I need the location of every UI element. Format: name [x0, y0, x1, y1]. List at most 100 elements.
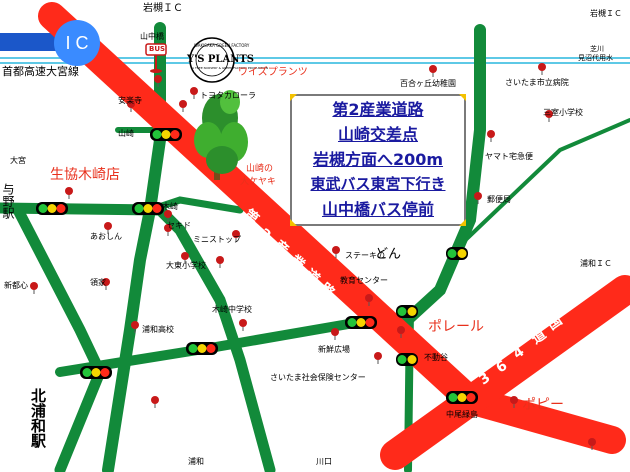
map-pin-icon — [181, 252, 189, 264]
label-post-office: 郵便局 — [487, 195, 511, 204]
label-sekido: セキド — [167, 221, 191, 230]
traffic-light — [132, 202, 164, 215]
traffic-light — [446, 247, 468, 260]
traffic-light — [345, 316, 377, 329]
map-pin-icon — [232, 230, 240, 242]
label-shintoshin: 新都心 — [4, 281, 28, 290]
logo-text: Y'S PLANTS — [187, 54, 255, 65]
map-pin-icon — [487, 130, 495, 142]
label-yamanaka-bridge: 山中橋 — [140, 32, 164, 41]
label-yamazaki: 山崎 — [118, 129, 134, 138]
map-pin-icon — [190, 87, 198, 99]
map-pin-icon — [154, 75, 162, 87]
label-social-insurance: さいたま社会保険センター — [270, 373, 366, 382]
label-ryoke: 領家 — [90, 278, 106, 287]
ys-plants-logo — [189, 37, 235, 83]
map-pin-icon — [239, 319, 247, 331]
map-pin-icon — [588, 438, 596, 450]
label-ys-plants: ワイズプランツ — [238, 67, 308, 78]
map-pin-icon — [164, 210, 172, 222]
map-pin-icon — [365, 294, 373, 306]
bus-sign-text: BUS — [149, 45, 166, 53]
map-pin-icon — [331, 328, 339, 340]
label-urawa-high: 浦和高校 — [142, 325, 174, 334]
label-iwatsuki-ic-right: 岩槻ＩＣ — [590, 9, 622, 18]
label-steak: ステーキの — [345, 251, 385, 260]
map-pin-icon — [545, 110, 553, 122]
map-pin-icon — [397, 326, 405, 338]
traffic-light — [446, 391, 478, 404]
map-pin-icon — [216, 256, 224, 268]
road-route-364 — [380, 275, 630, 470]
label-yuri-kindergarten: 百合ヶ丘幼稚園 — [400, 79, 456, 88]
logo-arc-text: WAKISAKA GREEN FACTORY — [194, 43, 250, 48]
map-pin-icon — [104, 222, 112, 234]
traffic-lights — [36, 128, 478, 404]
road-sw — [12, 204, 107, 472]
map-pin-icon — [127, 100, 135, 112]
map-pin-icon — [151, 396, 159, 408]
map-pin-icon — [474, 192, 482, 204]
map-pin-icon — [164, 224, 172, 236]
label-ministop: ミニストップ — [193, 235, 241, 244]
road-east-ne — [453, 118, 630, 252]
label-omiya: 大宮 — [10, 156, 26, 165]
label-yono-station: 与野駅 — [1, 183, 15, 219]
label-shinsen: 新鮮広場 — [318, 345, 350, 354]
label-kizaki: 木崎 — [162, 202, 178, 211]
traffic-light — [36, 202, 68, 215]
label-naka-ozaki: 中尾緑島 — [446, 410, 478, 419]
map-pin-icon — [131, 321, 139, 333]
label-urawa: 浦和 — [188, 457, 204, 466]
label-coop: 生協木崎店 — [50, 167, 120, 183]
label-iwatsuki-ic: 岩槻ＩＣ — [143, 3, 183, 14]
label-highway: 首都高速大宮線 — [2, 65, 79, 78]
map-pin-icon — [102, 278, 110, 290]
label-anrakuji: 安楽寺 — [118, 96, 142, 105]
map-pin-icon — [65, 187, 73, 199]
directions-box: 第2産業道路 山崎交差点 岩槻方面へ200m 東武バス東宮下行き 山中橋バス停前 — [290, 94, 466, 226]
label-kita-urawa-station: 北浦和駅 — [29, 388, 47, 448]
traffic-light — [186, 342, 218, 355]
map-pin-icon — [179, 100, 187, 112]
label-aoshin: あおしん — [90, 232, 122, 241]
label-don: どん — [375, 247, 402, 262]
map-pin-icon — [510, 396, 518, 408]
bus-stop-icon — [145, 43, 167, 73]
headline-line-2: 山崎交差点 — [337, 125, 418, 144]
ic-badge: I C — [54, 20, 100, 66]
traffic-light — [396, 353, 418, 366]
traffic-light — [396, 305, 418, 318]
label-shiba-river: 芝川 — [590, 45, 604, 53]
map-pin-icon — [538, 63, 546, 75]
traffic-light — [80, 366, 112, 379]
label-tree-2: 大ケヤキ — [240, 177, 277, 187]
label-fudogu: 不動谷 — [424, 353, 448, 362]
zelkova-tree-icon — [194, 90, 248, 180]
label-kizaki-jhs: 木崎中学校 — [212, 305, 252, 314]
label-polaire: ポレール — [428, 319, 484, 335]
label-daito-elem: 大東小学校 — [166, 261, 206, 270]
label-toyota: トヨタカローラ — [200, 91, 256, 100]
label-urawa-ic: 浦和ＩＣ — [580, 259, 612, 268]
label-edu-center: 教育センター — [340, 276, 388, 285]
location-pins — [30, 63, 596, 450]
map-pin-icon — [429, 65, 437, 77]
headline-line-4: 東武バス東宮下行き — [310, 175, 446, 193]
label-saitama-city-hospital: さいたま市立病院 — [505, 78, 569, 87]
label-tree: 山崎の — [246, 164, 274, 174]
headline-line-3: 岩槻方面へ200m — [312, 150, 444, 169]
label-minuma-canal: 見沼代用水 — [578, 54, 613, 62]
headline-line-5: 山中橋バス停前 — [321, 200, 434, 219]
label-yamato: ヤマト宅急便 — [485, 152, 533, 161]
label-sanmuro-elem: 三室小学校 — [543, 108, 583, 117]
map-pin-icon — [30, 282, 38, 294]
road-dai2-sangyo — [38, 2, 484, 414]
headline-line-1: 第2産業道路 — [332, 100, 424, 119]
map-pin-icon — [374, 352, 382, 364]
label-popi: ポピー — [522, 397, 564, 413]
road-dai2-sangyo-south — [456, 386, 626, 454]
label-kawaguchi: 川口 — [316, 457, 332, 466]
traffic-light — [150, 128, 182, 141]
